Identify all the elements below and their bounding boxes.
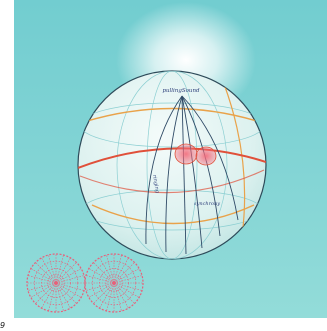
figure-number: 9 <box>0 321 5 330</box>
sphere-diagram: pullingSound ringing synchrony <box>14 0 327 318</box>
bottom-label: synchrony <box>194 201 220 207</box>
rosette-2 <box>85 254 143 312</box>
rosette-1 <box>27 254 85 312</box>
figure-canvas: pullingSound ringing synchrony <box>14 0 327 318</box>
rosette-group <box>27 254 143 312</box>
top-label: pullingSound <box>162 88 200 94</box>
sphere-body <box>78 71 266 259</box>
